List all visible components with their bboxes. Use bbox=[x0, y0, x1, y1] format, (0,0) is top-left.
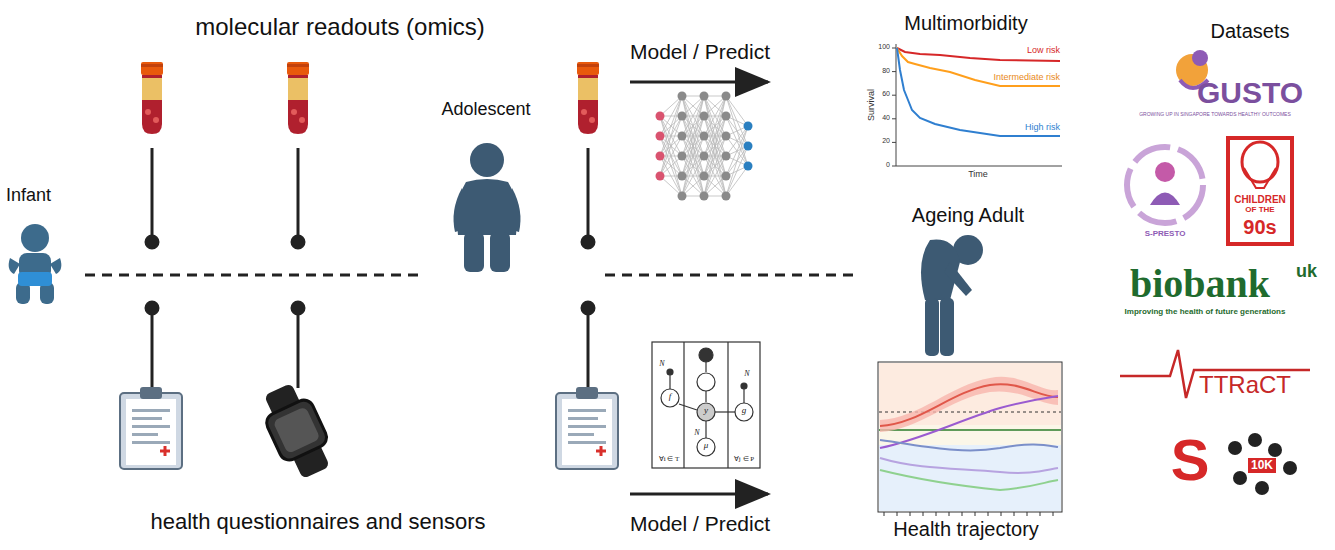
nn-node bbox=[722, 112, 731, 121]
logo-text: uk bbox=[1296, 262, 1317, 282]
logo-text: Improving the health of future generatio… bbox=[1125, 308, 1286, 317]
nn-node bbox=[722, 152, 731, 161]
nn-node bbox=[700, 132, 709, 141]
arrow-label: Model / Predict bbox=[630, 40, 770, 63]
axis-title: Survival bbox=[867, 89, 877, 121]
node-symbol: g bbox=[742, 406, 747, 416]
axis-tick bbox=[1053, 512, 1054, 516]
nn-node bbox=[678, 132, 687, 141]
logo-text: OF THE bbox=[1245, 206, 1274, 215]
axis-tick bbox=[910, 512, 911, 516]
chart-title: Health trajectory bbox=[893, 518, 1039, 540]
tick-label: 80 bbox=[882, 67, 890, 75]
nn-node bbox=[678, 192, 687, 201]
plate-label: ∀i ∈ T bbox=[659, 456, 680, 464]
axis-tick bbox=[962, 512, 963, 516]
logo-text: S-PRESTO bbox=[1145, 230, 1186, 239]
nn-node bbox=[744, 122, 753, 131]
tick-label: 40 bbox=[882, 114, 890, 122]
logo-text: GROWING UP IN SINGAPORE TOWARDS HEALTHY … bbox=[1139, 112, 1291, 118]
axis-tick bbox=[1040, 512, 1041, 516]
axis-tick bbox=[975, 512, 976, 516]
logo-text: biobank bbox=[1130, 262, 1270, 306]
nn-node bbox=[722, 192, 731, 201]
nn-node bbox=[700, 172, 709, 181]
nn-link bbox=[682, 96, 704, 196]
axis-tick bbox=[1001, 512, 1002, 516]
axis-tick bbox=[923, 512, 924, 516]
plate-label: N bbox=[659, 360, 664, 369]
heading-label: Datasets bbox=[1211, 20, 1290, 42]
axis-tick bbox=[892, 48, 896, 49]
nn-link bbox=[682, 96, 704, 196]
heading-label: health questionnaires and sensors bbox=[150, 510, 485, 534]
nn-node bbox=[744, 142, 753, 151]
axis-tick bbox=[892, 166, 896, 167]
nn-link bbox=[726, 166, 748, 196]
nn-node bbox=[656, 172, 665, 181]
nn-node bbox=[700, 112, 709, 121]
node-symbol: f bbox=[669, 392, 672, 402]
series-label: Low risk bbox=[1027, 46, 1060, 56]
stage-label: Ageing Adult bbox=[912, 204, 1024, 226]
nn-node bbox=[656, 152, 665, 161]
arrow-label: Model / Predict bbox=[630, 512, 770, 535]
series-label: High risk bbox=[1025, 123, 1060, 133]
stage-label: Infant bbox=[6, 186, 51, 206]
tick-label: 60 bbox=[882, 90, 890, 98]
nn-node bbox=[678, 152, 687, 161]
plate-label: N bbox=[694, 429, 699, 438]
nn-node bbox=[678, 92, 687, 101]
nn-link bbox=[660, 116, 682, 176]
nn-link bbox=[704, 96, 726, 196]
axis-tick bbox=[1014, 512, 1015, 516]
logo-text: S bbox=[1171, 428, 1210, 492]
plate-label: N bbox=[744, 370, 749, 379]
tick-label: 0 bbox=[886, 161, 890, 169]
nn-node bbox=[656, 112, 665, 121]
nn-node bbox=[678, 172, 687, 181]
axis-tick bbox=[949, 512, 950, 516]
logo-text: 90s bbox=[1243, 216, 1276, 238]
nn-node bbox=[722, 132, 731, 141]
logo-text: CHILDREN bbox=[1234, 194, 1286, 205]
nn-link bbox=[682, 136, 704, 196]
axis-tick bbox=[892, 71, 896, 72]
axis-tick bbox=[936, 512, 937, 516]
nn-link bbox=[704, 136, 726, 196]
stage-label: Adolescent bbox=[441, 100, 530, 120]
nn-link bbox=[704, 96, 726, 196]
nn-node bbox=[656, 132, 665, 141]
axis-tick bbox=[988, 512, 989, 516]
node-symbol: y bbox=[704, 406, 708, 416]
chart-title: Multimorbidity bbox=[904, 12, 1027, 34]
tick-label: 20 bbox=[882, 137, 890, 145]
logo-text: 10K bbox=[1248, 458, 1276, 473]
axis-tick bbox=[897, 512, 898, 516]
nn-node bbox=[722, 172, 731, 181]
nn-node bbox=[700, 152, 709, 161]
node-symbol: μ bbox=[704, 441, 709, 451]
plate-label: ∀j ∈ P bbox=[734, 456, 754, 464]
nn-node bbox=[744, 162, 753, 171]
axis-tick bbox=[1027, 512, 1028, 516]
heading-label: molecular readouts (omics) bbox=[195, 14, 484, 40]
axis-tick bbox=[892, 118, 896, 119]
series-label: Intermediate risk bbox=[993, 73, 1060, 83]
nn-node bbox=[722, 92, 731, 101]
axis-tick bbox=[884, 512, 885, 516]
nn-node bbox=[700, 92, 709, 101]
logo-text: GUSTO bbox=[1197, 76, 1303, 109]
axis-tick bbox=[892, 95, 896, 96]
axis-title: Time bbox=[968, 170, 988, 180]
nn-node bbox=[700, 192, 709, 201]
tick-label: 100 bbox=[878, 43, 890, 51]
logo-text: TTRaCT bbox=[1199, 372, 1291, 398]
nn-node bbox=[678, 112, 687, 121]
axis-tick bbox=[892, 142, 896, 143]
